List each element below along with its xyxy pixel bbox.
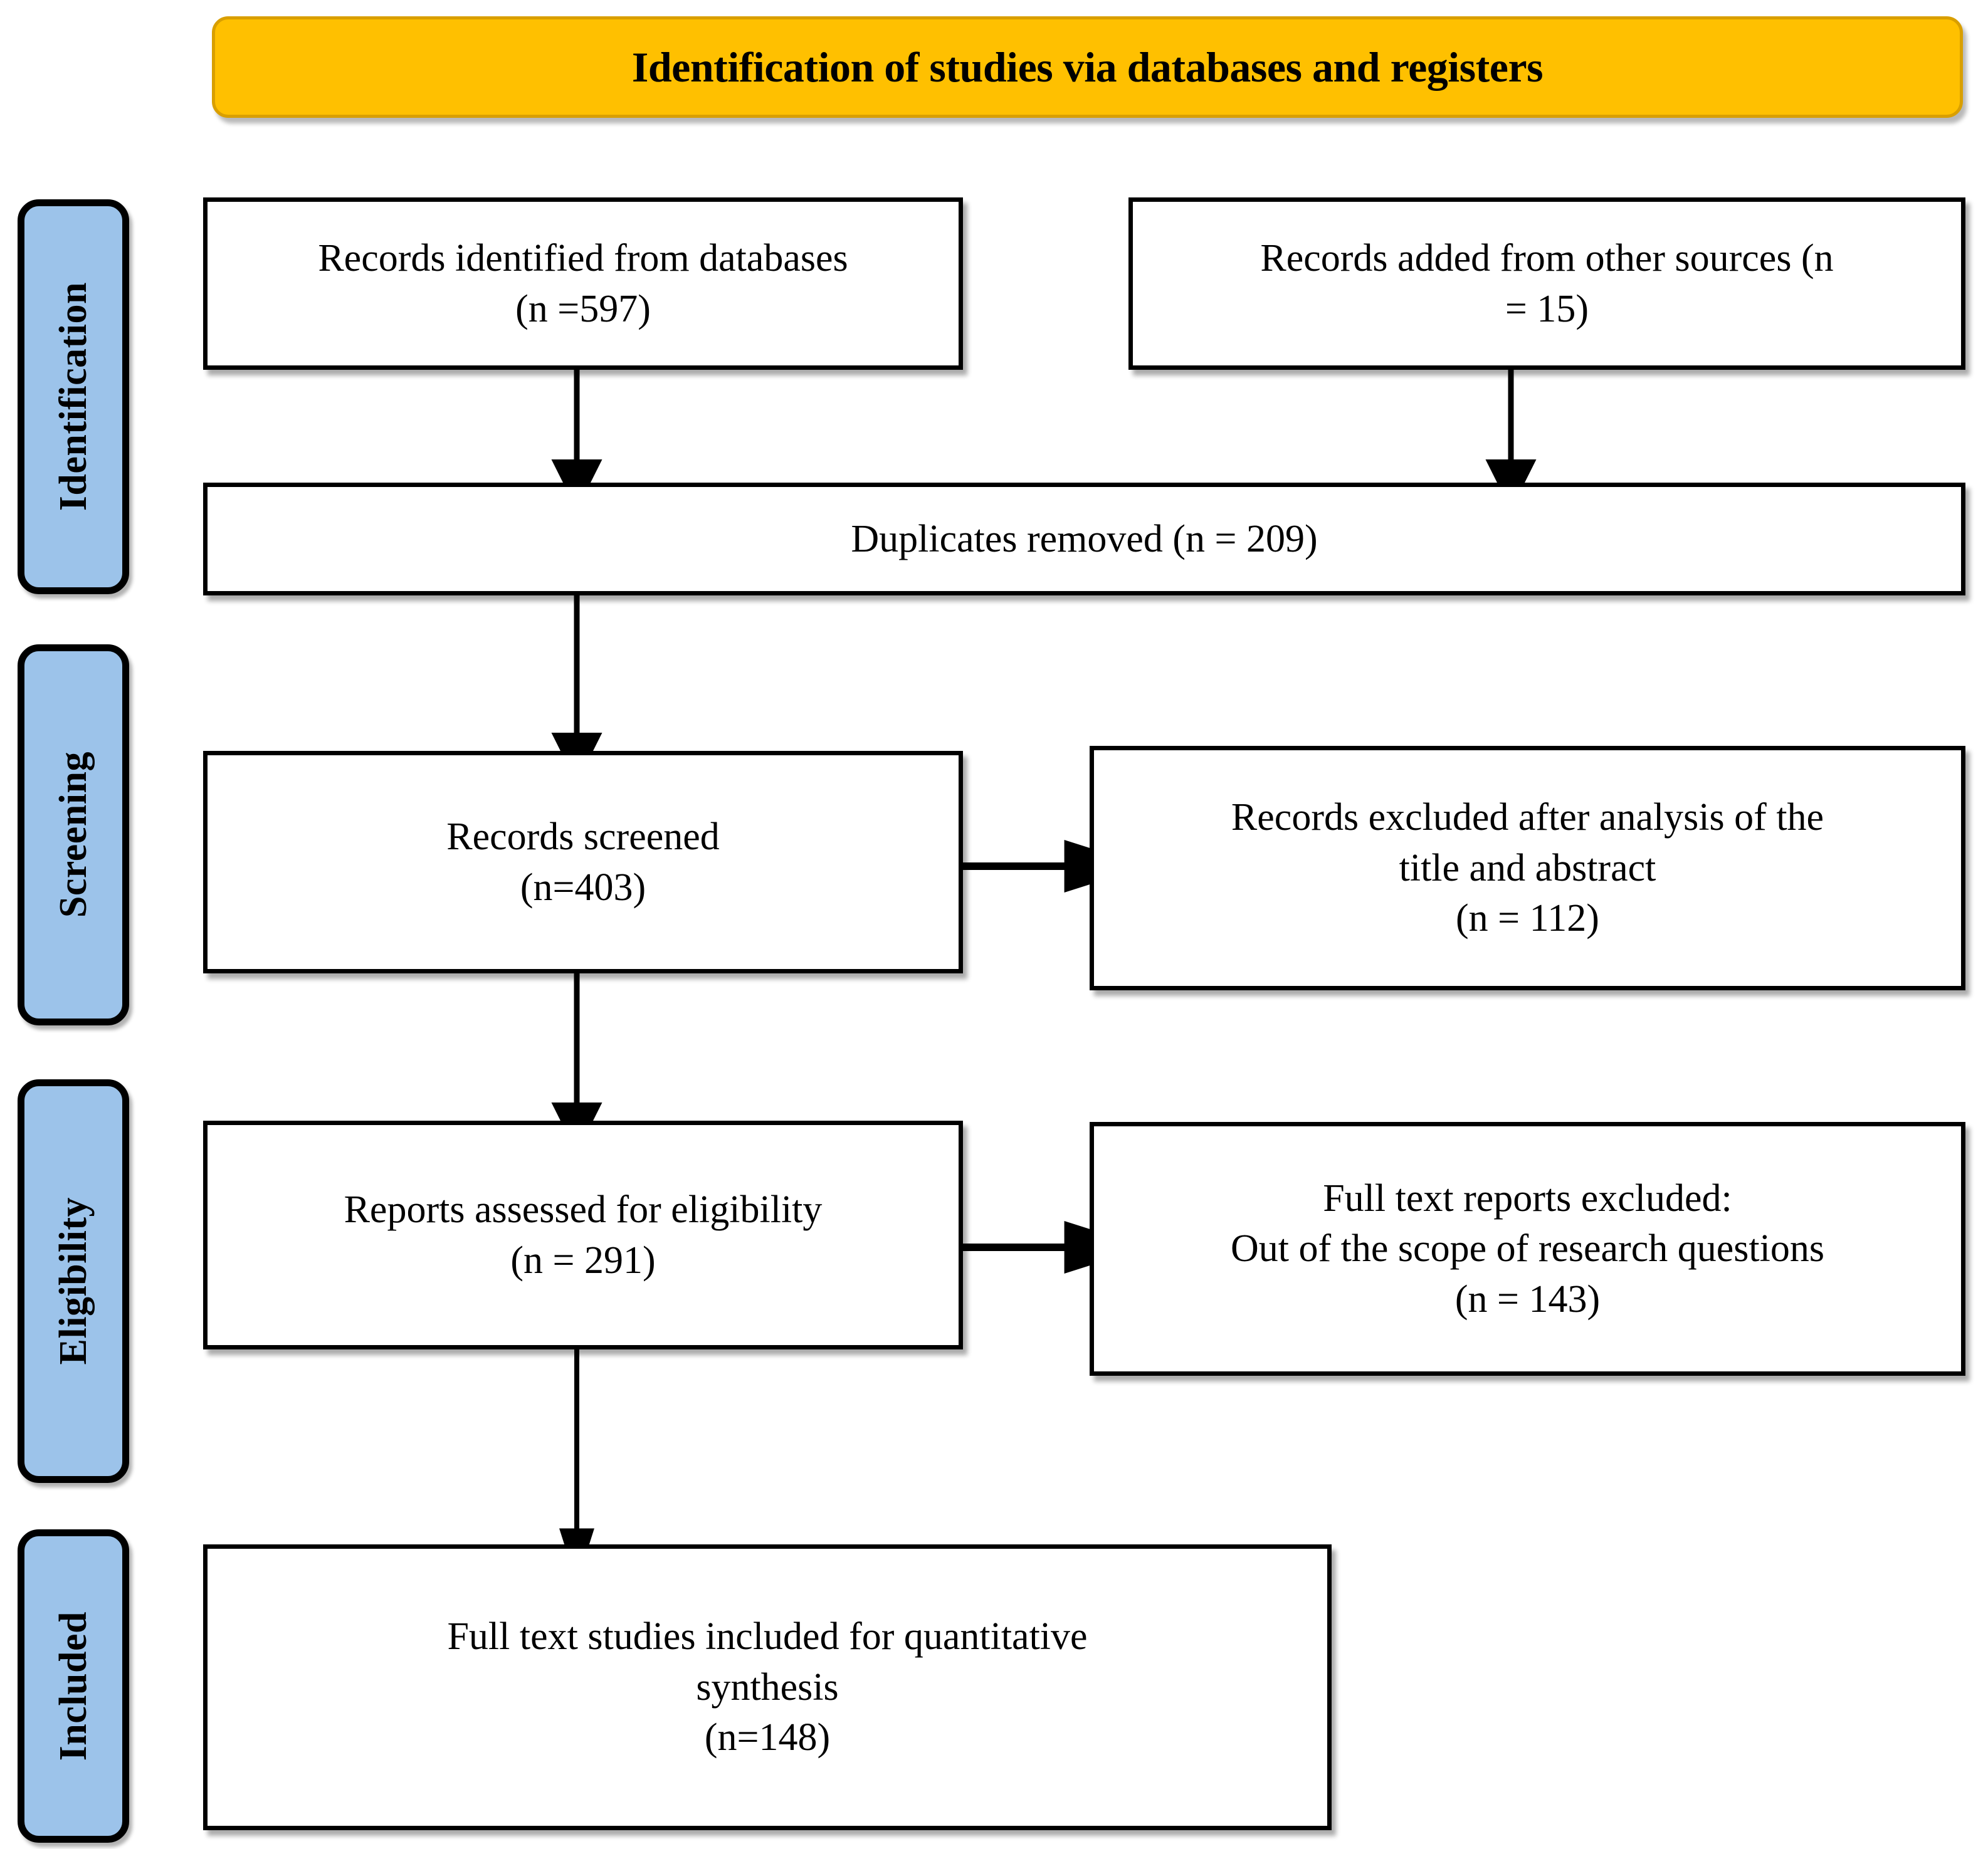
box-records-screened-text: Records screened (n=403) bbox=[446, 815, 720, 909]
box-records-added-text: Records added from other sources (n = 15… bbox=[1260, 236, 1834, 330]
box-records-added: Records added from other sources (n = 15… bbox=[1128, 197, 1965, 370]
box-reports-assessed-text: Reports assessed for eligibility (n = 29… bbox=[344, 1188, 823, 1282]
diagram-title-text: Identification of studies via databases … bbox=[631, 43, 1544, 91]
diagram-title-banner: Identification of studies via databases … bbox=[212, 16, 1963, 118]
box-fulltext-excluded-text: Full text reports excluded: Out of the s… bbox=[1231, 1176, 1824, 1321]
stage-label-included: Included bbox=[18, 1529, 129, 1843]
box-fulltext-excluded: Full text reports excluded: Out of the s… bbox=[1090, 1122, 1965, 1376]
box-records-screened: Records screened (n=403) bbox=[203, 751, 963, 973]
stage-label-included-text: Included bbox=[51, 1611, 95, 1761]
stage-label-identification-text: Identification bbox=[51, 282, 95, 511]
stage-label-screening: Screening bbox=[18, 644, 129, 1025]
box-records-excluded-text: Records excluded after analysis of the t… bbox=[1231, 796, 1824, 940]
stage-label-eligibility: Eligibility bbox=[18, 1079, 129, 1483]
stage-label-eligibility-text: Eligibility bbox=[51, 1197, 95, 1365]
box-records-identified: Records identified from databases (n =59… bbox=[203, 197, 963, 370]
box-records-excluded: Records excluded after analysis of the t… bbox=[1090, 746, 1965, 990]
box-reports-assessed: Reports assessed for eligibility (n = 29… bbox=[203, 1121, 963, 1349]
box-duplicates-removed: Duplicates removed (n = 209) bbox=[203, 483, 1965, 595]
box-studies-included-text: Full text studies included for quantitat… bbox=[447, 1615, 1088, 1759]
stage-label-screening-text: Screening bbox=[51, 752, 95, 918]
box-duplicates-removed-text: Duplicates removed (n = 209) bbox=[851, 517, 1318, 560]
box-records-identified-text: Records identified from databases (n =59… bbox=[318, 236, 848, 330]
box-studies-included: Full text studies included for quantitat… bbox=[203, 1544, 1332, 1830]
stage-label-identification: Identification bbox=[18, 199, 129, 594]
